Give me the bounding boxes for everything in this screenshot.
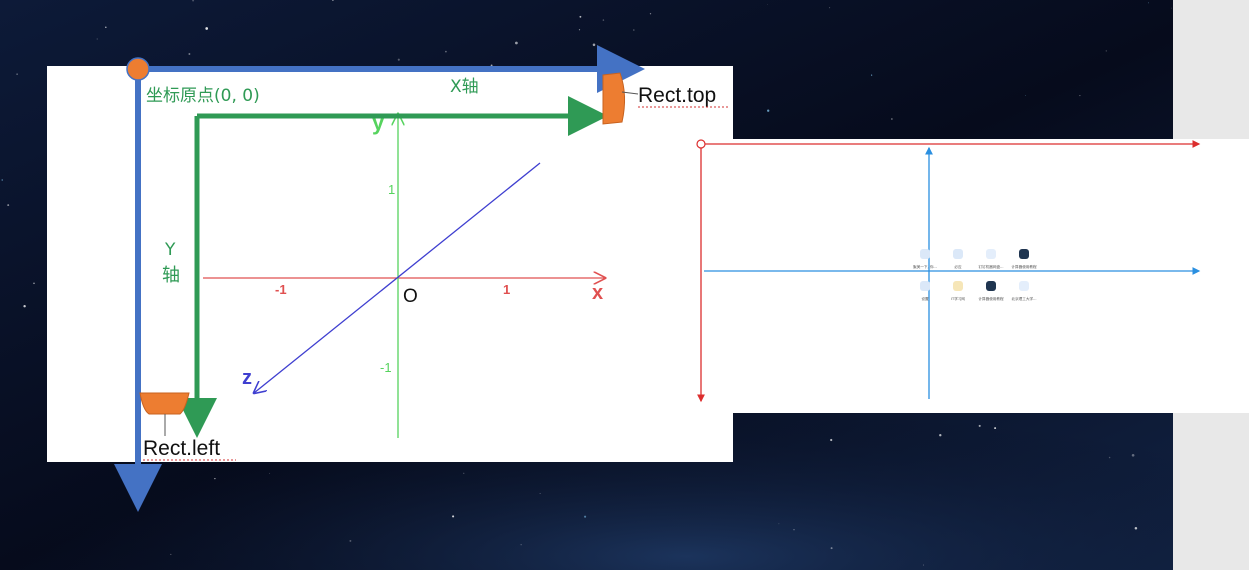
icon-tile-label: 设置 (921, 296, 929, 301)
rect-left-label: Rect.left (143, 437, 220, 460)
tick-x-pos: 1 (503, 282, 510, 297)
right-origin-marker (696, 139, 706, 149)
inner-z-label: z (242, 367, 252, 389)
screen-y-axis-label-1: Y (164, 240, 176, 260)
bing-icon[interactable]: 必应 (953, 249, 963, 269)
icon-tile-label: 聚美一下, 你... (913, 264, 937, 269)
rect-top-bracket (602, 72, 626, 125)
icon-tile-label: IT学习网 (951, 296, 965, 301)
icon-tile-label: 计算器使用教程 (978, 296, 1004, 301)
browser-coordinate-card (696, 139, 1249, 413)
inner-origin-label: O (403, 286, 418, 307)
rect-top-callout (621, 91, 639, 95)
origin-label: 坐标原点(0, 0) (146, 86, 260, 106)
tick-x-neg: -1 (275, 282, 287, 297)
gear-icon[interactable]: 聚美一下, 你... (913, 249, 937, 269)
screen-x-axis-label: X轴 (450, 77, 479, 97)
tick-y-neg: -1 (380, 360, 392, 375)
window-icon[interactable]: 计算器使用教程 (1011, 249, 1037, 269)
rect-top-label: Rect.top (638, 84, 716, 107)
icon-tile-label: 计算器使用教程 (1011, 264, 1037, 269)
settings-icon[interactable]: 设置 (920, 281, 930, 301)
icon-tile-label: 必应 (954, 264, 962, 269)
inner-x-label: x (592, 282, 603, 304)
origin-marker (126, 57, 150, 81)
rect-left-bracket (139, 392, 190, 415)
icon-tile-label: 钉钉机器网盘... (979, 264, 1004, 269)
folder-icon[interactable]: IT学习网 (951, 281, 965, 301)
screen-y-axis-label-2: 轴 (162, 265, 180, 286)
lock-icon[interactable]: 北京理工大学... (1012, 281, 1037, 301)
calendar-icon[interactable]: 钉钉机器网盘... (979, 249, 1004, 269)
icon-tile-label: 北京理工大学... (1012, 296, 1037, 301)
window-icon[interactable]: 计算器使用教程 (978, 281, 1004, 301)
inner-z-axis (254, 162, 541, 393)
tick-y-pos: 1 (388, 182, 395, 197)
